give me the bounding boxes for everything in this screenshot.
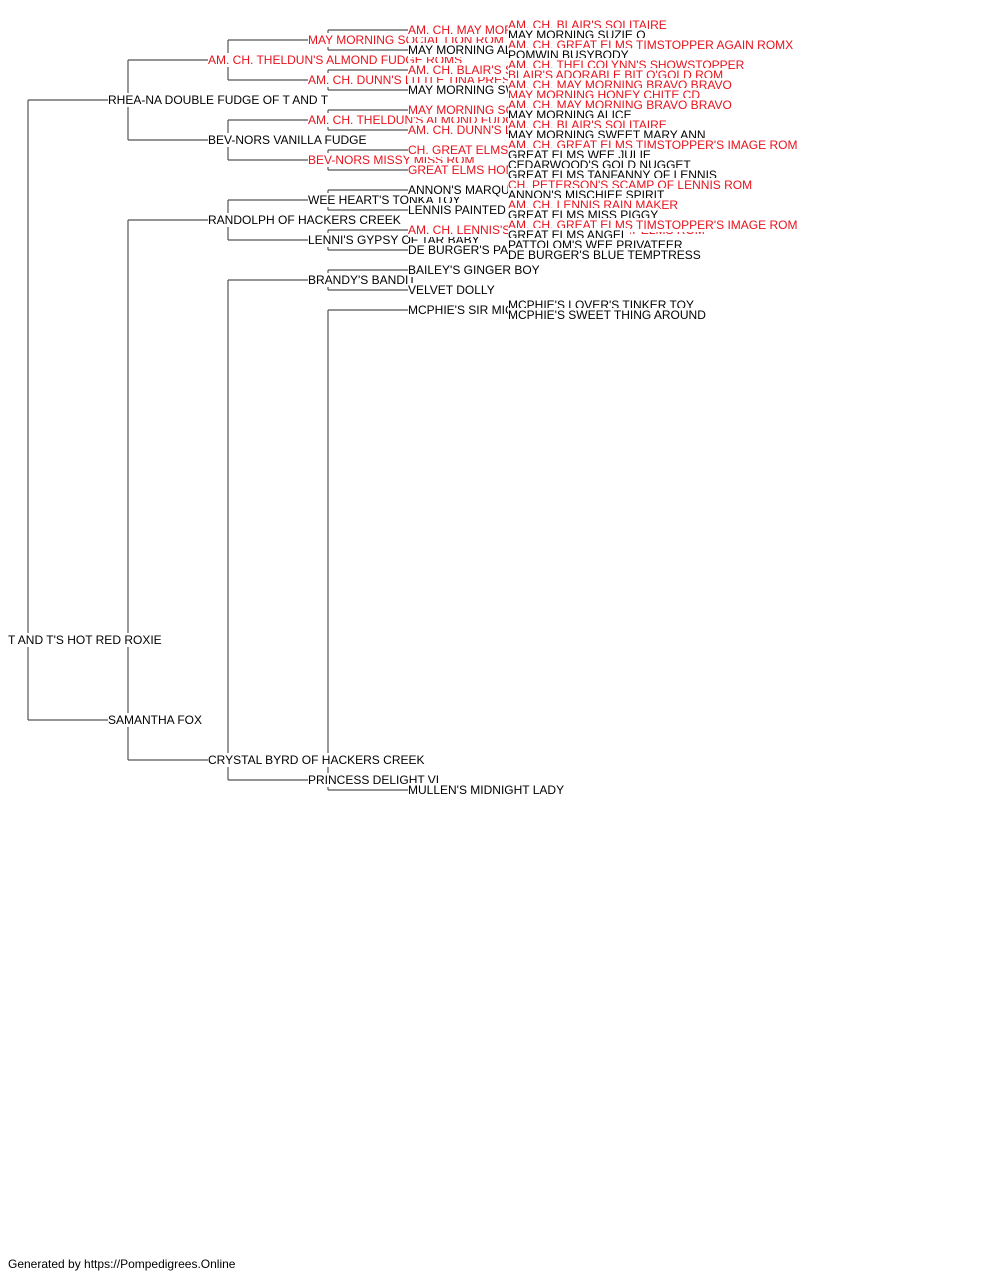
pedigree-entry-sire.sire: AM. CH. THELDUN'S ALMOND FUDGE ROMS [208,53,465,67]
pedigree-entry-dam.dam.sire.dam: VELVET DOLLY [408,283,497,297]
generated-by-footer[interactable]: Generated by https://Pompedigrees.Online [8,1257,236,1271]
pedigree-entry-sire: RHEA-NA DOUBLE FUDGE OF T AND T [108,93,331,107]
pedigree-entry-dam.dam.dam.dam: MULLEN'S MIDNIGHT LADY [408,783,567,797]
pedigree-entry-dam: SAMANTHA FOX [108,713,205,727]
pedigree-entry-dam.dam.sire.sire: BAILEY'S GINGER BOY [408,263,542,277]
pedigree-entry-dam.dam.sire: BRANDY'S BANDIT [308,273,418,287]
pedigree-entry-sire.dam: BEV-NORS VANILLA FUDGE [208,133,369,147]
pedigree-entry-dam.dam.dam.sire.dam: MCPHIE'S SWEET THING AROUND [508,308,708,322]
pedigree-entry-dam.sire.dam.dam.dam: DE BURGER'S BLUE TEMPTRESS [508,248,703,262]
pedigree-entry-subject: T AND T'S HOT RED ROXIE [8,633,164,647]
pedigree-entry-sire.sire.sire.dam: MAY MORNING ALICE [408,43,534,57]
pedigree-entry-dam.sire: RANDOLPH OF HACKERS CREEK [208,213,403,227]
pedigree-entry-dam.dam.dam: PRINCESS DELIGHT VI [308,773,442,787]
pedigree-entry-dam.dam: CRYSTAL BYRD OF HACKERS CREEK [208,753,427,767]
